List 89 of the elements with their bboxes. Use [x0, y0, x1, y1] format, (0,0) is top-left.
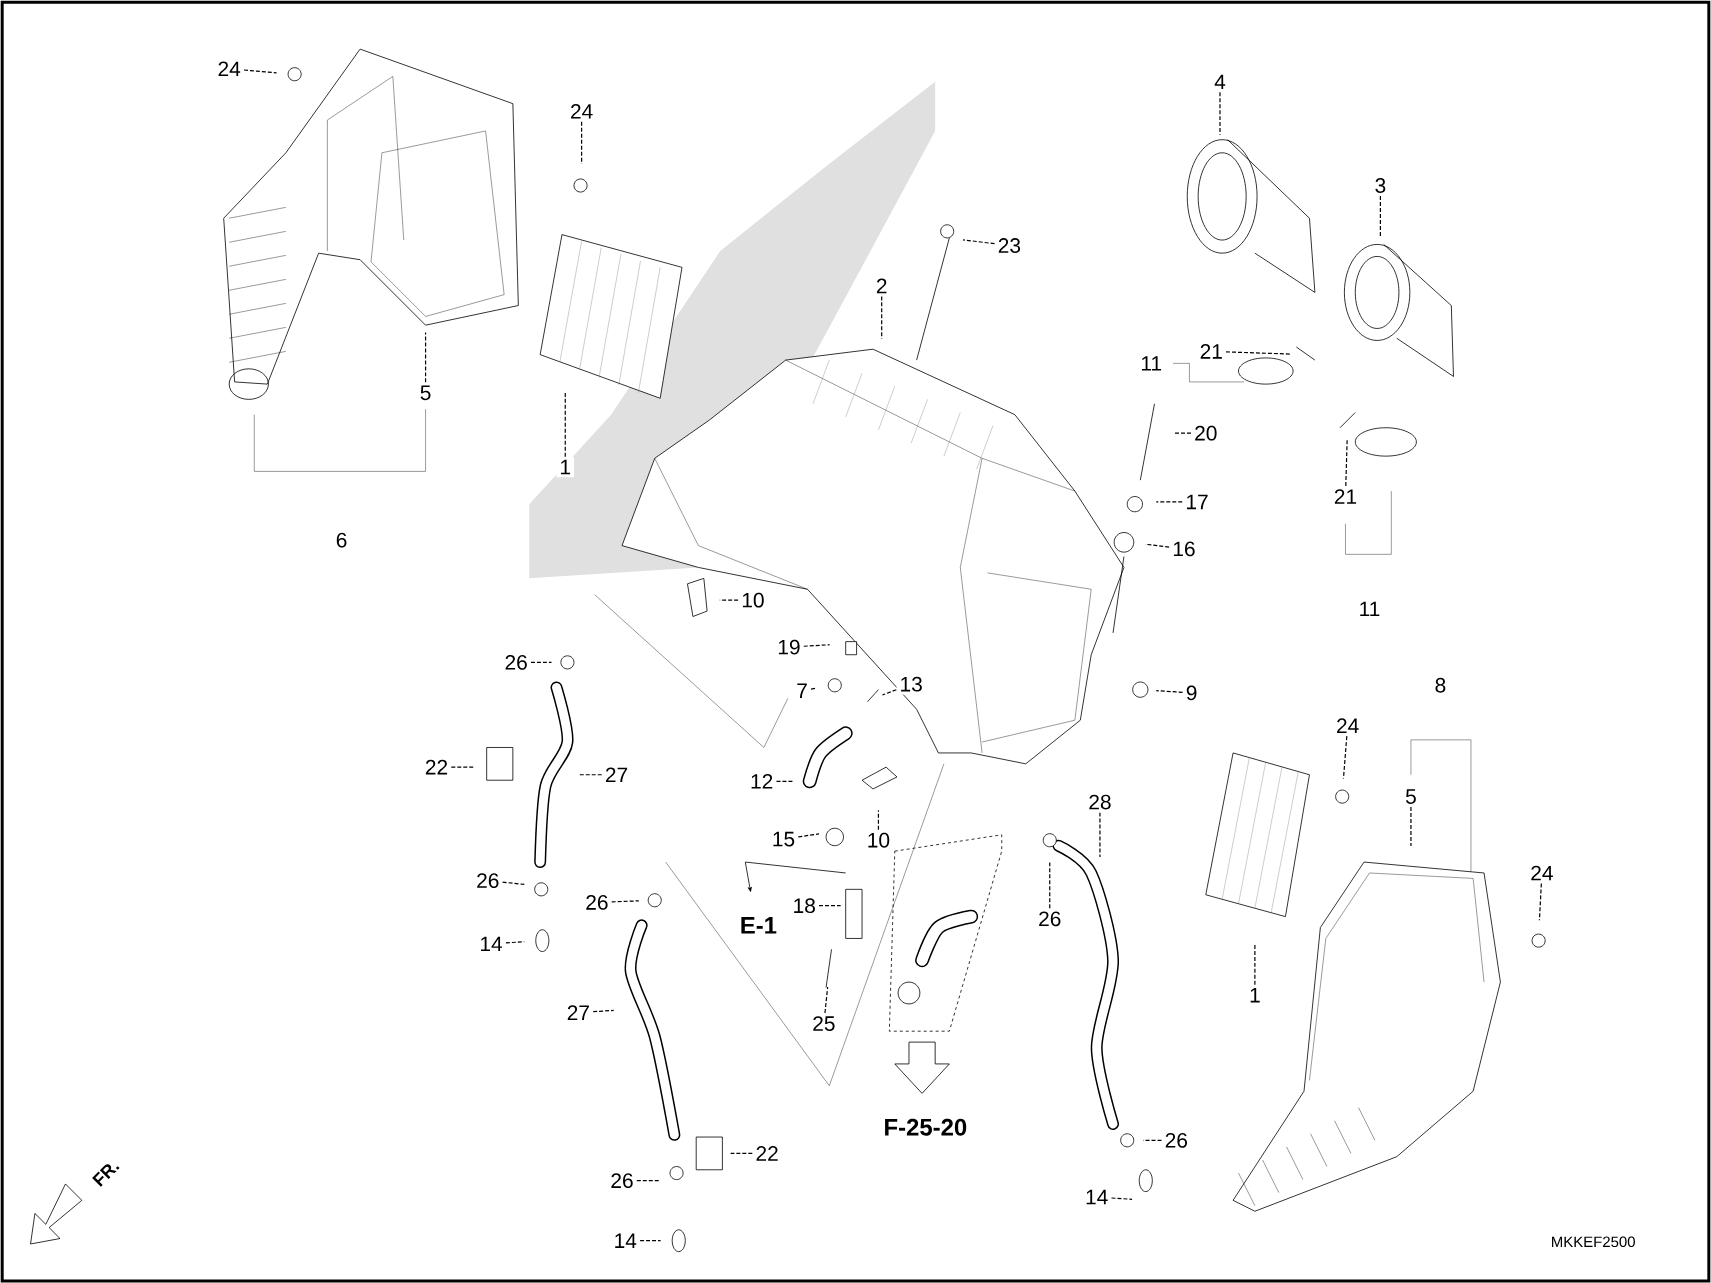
leader-line [1099, 811, 1101, 858]
callout-number: 23 [994, 235, 1024, 256]
leader-line [1110, 1197, 1133, 1200]
callout-number: 18 [789, 895, 819, 916]
callout-number: 16 [1169, 538, 1199, 560]
leader-line [803, 644, 831, 647]
callout-number: 21 [1330, 486, 1361, 507]
callout-number: 25 [809, 1013, 839, 1034]
leader-line [530, 661, 553, 663]
callout-number: 22 [421, 756, 452, 778]
leader-line [810, 687, 818, 690]
callout-number: 26 [607, 1170, 637, 1191]
callout-number: 11 [1355, 598, 1384, 619]
leader-line [243, 69, 278, 74]
leader-line [450, 766, 476, 768]
callout-number: 28 [1085, 791, 1115, 813]
callout-number: 10 [738, 589, 768, 611]
leader-line [1155, 501, 1183, 503]
callout-number: 22 [752, 1143, 782, 1164]
leader-line [1379, 195, 1381, 238]
leader-line [1049, 860, 1051, 909]
callout-number: 27 [601, 764, 632, 785]
leader-line [881, 689, 897, 696]
callout-number: 14 [476, 933, 506, 954]
leader-line [1342, 735, 1348, 779]
leader-line [877, 809, 880, 831]
callout-number: 26 [473, 870, 503, 891]
leader-line [797, 833, 820, 838]
leader-line [1142, 1139, 1163, 1141]
callout-number: 1 [1246, 984, 1264, 1006]
callout-number: 26 [501, 651, 531, 673]
callout-number: 20 [1191, 422, 1221, 444]
direction-label: FR. [92, 1164, 120, 1187]
callout-number: 10 [863, 829, 894, 851]
leader-line [1538, 882, 1542, 921]
leader-line [1174, 432, 1192, 434]
callout-number: 12 [747, 770, 777, 792]
leader-line [881, 295, 883, 340]
callout-number: 24 [214, 58, 244, 79]
callout-number: 15 [768, 828, 799, 850]
leader-line [775, 780, 795, 782]
leader-line [818, 905, 842, 907]
callout-number: 26 [1035, 908, 1065, 930]
leader-line [1410, 806, 1412, 847]
leader-line [824, 986, 829, 1014]
leader-line [636, 1179, 662, 1182]
callout-number: 24 [1527, 862, 1557, 884]
leader-line [577, 774, 603, 776]
leader-line [639, 1240, 662, 1242]
callout-number: 14 [610, 1230, 640, 1251]
callout-number: 26 [1161, 1129, 1191, 1151]
leader-line [502, 881, 525, 885]
callout-number: 5 [1402, 786, 1420, 807]
callout-number: 14 [1082, 1186, 1112, 1208]
leader-line [1155, 689, 1184, 693]
leader-line [962, 239, 996, 245]
leader-line [730, 1152, 753, 1154]
callout-number: 24 [1333, 715, 1363, 736]
leader-line [592, 1009, 615, 1013]
callout-number: 5 [416, 382, 435, 403]
callout-number: 11 [1137, 353, 1166, 374]
leader-line [1345, 438, 1348, 487]
leader-line [1254, 942, 1256, 986]
callout-number: 17 [1182, 491, 1212, 512]
callout-number: 26 [582, 891, 612, 913]
leader-line [611, 900, 640, 903]
callout-number: 8 [1431, 674, 1450, 696]
leader-line [1144, 543, 1170, 548]
leader-line [424, 331, 427, 383]
leader-line [581, 121, 583, 165]
callout-number: 2 [872, 275, 891, 297]
callout-number: 19 [774, 636, 804, 658]
callout-number: 9 [1182, 682, 1201, 704]
reference-label: E-1 [741, 917, 777, 934]
callout-number: 1 [556, 456, 575, 478]
leader-line [505, 940, 525, 944]
leader-line [1219, 91, 1221, 136]
callout-number: 21 [1196, 340, 1226, 362]
callout-number: 27 [563, 1002, 593, 1023]
callout-number: 4 [1211, 71, 1229, 92]
callout-number: 6 [332, 529, 351, 551]
leader-line [1225, 351, 1292, 355]
leader-line [719, 599, 739, 601]
callout-number: 7 [793, 680, 811, 701]
leader-line [564, 391, 566, 458]
callout-number: 24 [567, 100, 597, 122]
callout-number: 3 [1371, 175, 1390, 196]
reference-label: F-25-20 [885, 1118, 967, 1136]
figure-code: MKKEF2500 [1552, 1236, 1635, 1247]
